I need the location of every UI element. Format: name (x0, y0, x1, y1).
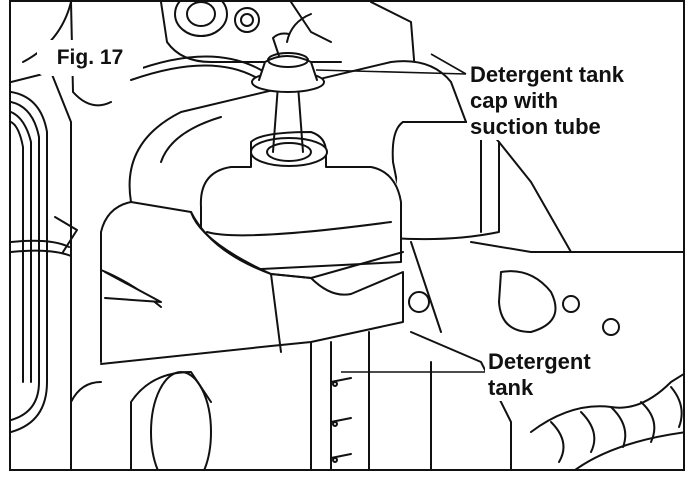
callout-detergent-tank-cap: Detergent tank cap with suction tube (467, 62, 628, 140)
callout-cap-line1: Detergent tank (467, 62, 628, 88)
callout-tank-line2: tank (485, 375, 537, 401)
callout-detergent-tank: Detergent tank (485, 349, 594, 401)
callout-cap-line2: cap with (467, 88, 562, 114)
hose-coil (11, 91, 48, 433)
figure-number-label: Fig. 17 (37, 40, 143, 76)
tank-cap (251, 13, 325, 93)
tank-front-cover (100, 201, 404, 365)
figure-number: Fig. 17 (56, 46, 124, 69)
tank-graduations (330, 377, 352, 463)
left-housing (11, 71, 72, 469)
callout-tank-line1: Detergent (485, 349, 594, 375)
tank-body (310, 331, 370, 469)
wheel (530, 373, 683, 469)
pressure-washer-illustration (11, 2, 683, 469)
figure-frame: Fig. 17 Detergent tank cap with suction … (9, 0, 685, 471)
leader-cap-2 (430, 53, 467, 75)
callout-cap-line3: suction tube (467, 114, 604, 140)
leader-cap-1 (315, 69, 467, 75)
